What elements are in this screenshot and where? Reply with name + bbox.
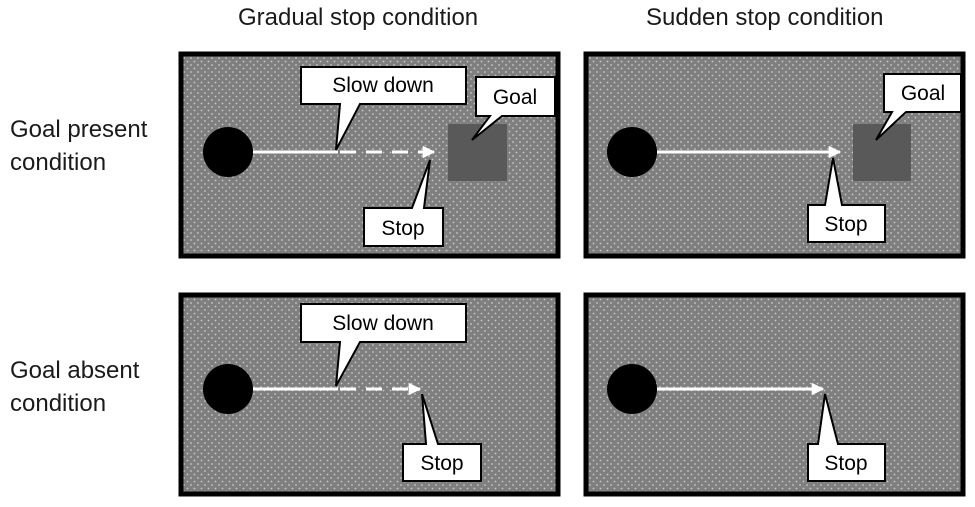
panel-sudden-goal-present: Goal Stop	[583, 51, 966, 259]
row-header-goal-present-line1: Goal present	[10, 116, 148, 143]
ball	[203, 364, 253, 414]
ball	[203, 127, 253, 177]
goal-label: Goal	[493, 86, 537, 109]
stop-callout	[807, 157, 886, 243]
row-header-goal-present-line2: condition	[10, 149, 107, 176]
stop-callout	[807, 393, 886, 482]
row-header-goal-absent-line1: Goal absent	[10, 357, 140, 384]
slow-down-label: Slow down	[332, 312, 434, 335]
stop-label: Stop	[824, 452, 867, 475]
stop-callout	[402, 393, 482, 482]
stop-label: Stop	[824, 213, 867, 236]
slow-down-callout	[300, 303, 467, 387]
panel-gradual-goal-present: Slow down Goal Stop	[178, 51, 561, 259]
column-header-sudden: Sudden stop condition	[646, 4, 884, 31]
slow-down-callout	[300, 66, 467, 151]
row-header-goal-present: Goal present condition	[10, 113, 147, 179]
stop-label: Stop	[420, 452, 463, 475]
slow-down-label: Slow down	[332, 74, 434, 97]
ball	[607, 364, 657, 414]
stop-callout	[363, 159, 444, 247]
stop-label: Stop	[381, 217, 424, 240]
column-header-gradual: Gradual stop condition	[238, 4, 479, 31]
panel-sudden-goal-absent: Stop	[583, 292, 966, 497]
goal-label: Goal	[901, 82, 945, 105]
goal-callout	[875, 73, 962, 141]
row-header-goal-absent: Goal absent condition	[10, 354, 139, 420]
row-header-goal-absent-line2: condition	[10, 390, 107, 417]
panel-gradual-goal-absent: Slow down Stop	[178, 292, 561, 497]
goal-callout	[471, 76, 556, 141]
ball	[607, 127, 657, 177]
